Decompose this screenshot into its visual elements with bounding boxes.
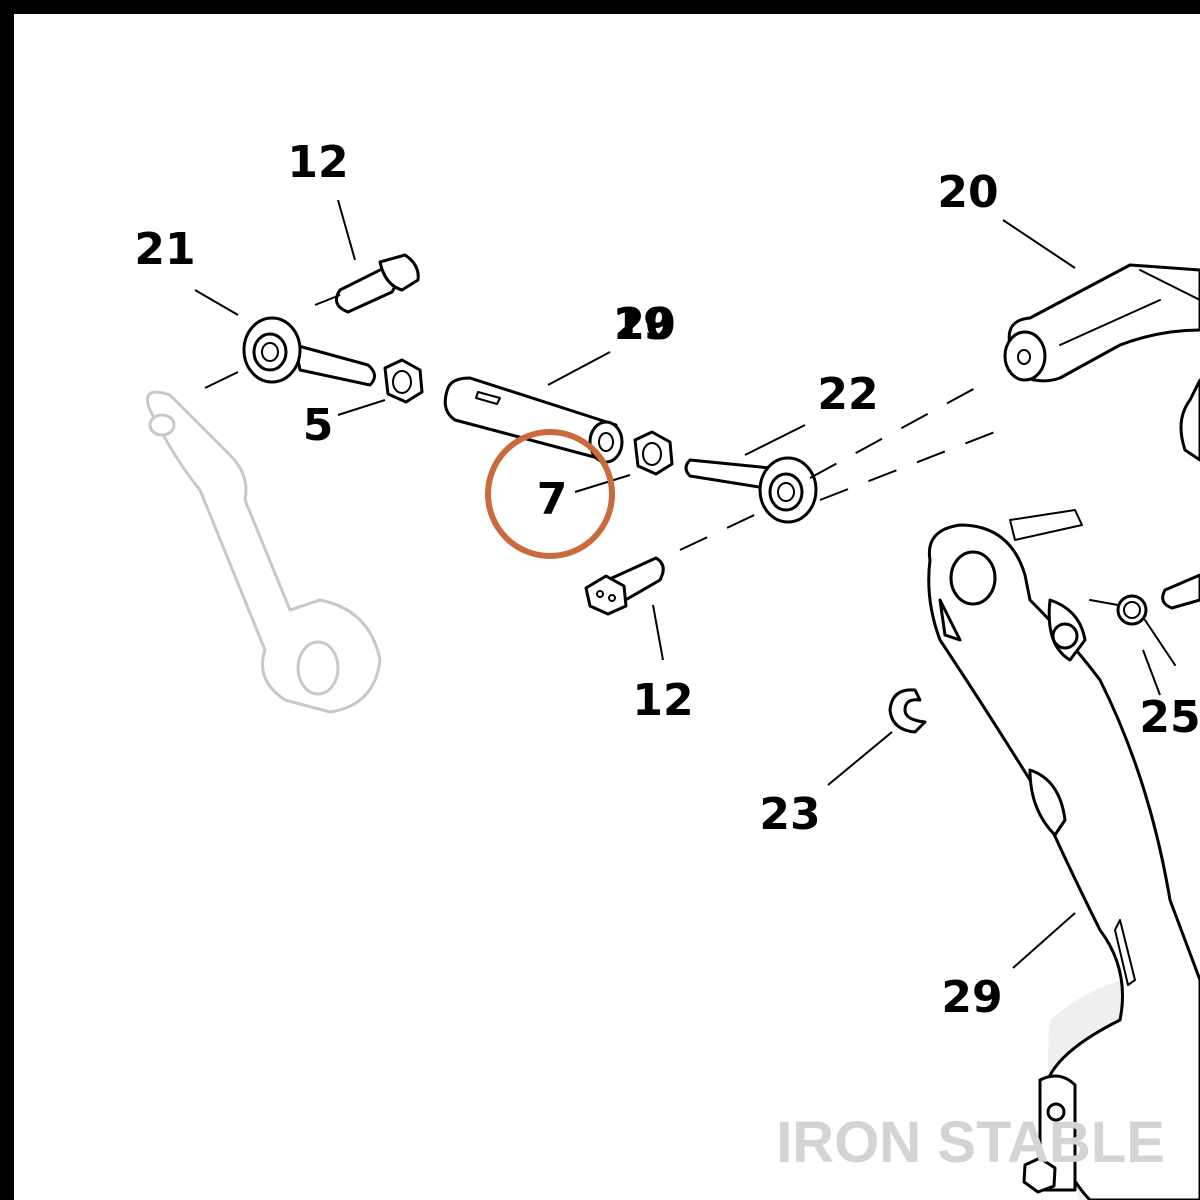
callout-20-overlap: 20 xyxy=(614,299,675,350)
callout-19: 19 xyxy=(612,299,673,350)
callout-29: 29 xyxy=(941,972,1002,1023)
callout-12-top: 12 xyxy=(287,137,348,188)
watermark-text: IRON STABLE xyxy=(776,1110,1165,1175)
bolt-12-top xyxy=(334,253,420,314)
leader-lines xyxy=(194,199,1161,969)
hex-nut-5 xyxy=(383,358,424,404)
assembly-lines xyxy=(679,379,1001,551)
callout-7: 7 xyxy=(537,474,568,525)
pedal-bracket-29 xyxy=(927,509,1200,1200)
e-clip-23 xyxy=(888,688,927,734)
callout-20: 20 xyxy=(937,167,998,218)
callout-21: 21 xyxy=(134,224,195,275)
callout-23: 23 xyxy=(759,789,820,840)
rod-end-22 xyxy=(684,456,818,524)
bolt-12-bottom xyxy=(584,556,665,616)
shifter-arm-20 xyxy=(1003,263,1200,462)
callout-labels: 12 21 5 19 20 22 7 12 20 23 25 29 xyxy=(134,137,1200,1023)
callout-22: 22 xyxy=(817,369,878,420)
callout-12-bottom: 12 xyxy=(632,675,693,726)
highlight-circle xyxy=(485,429,615,559)
callout-25: 25 xyxy=(1139,692,1200,743)
rod-end-21 xyxy=(242,316,376,387)
spring-25 xyxy=(1089,573,1200,666)
ghost-shift-lever xyxy=(146,390,382,714)
hex-nut-right xyxy=(633,430,674,476)
callout-5: 5 xyxy=(303,400,334,451)
